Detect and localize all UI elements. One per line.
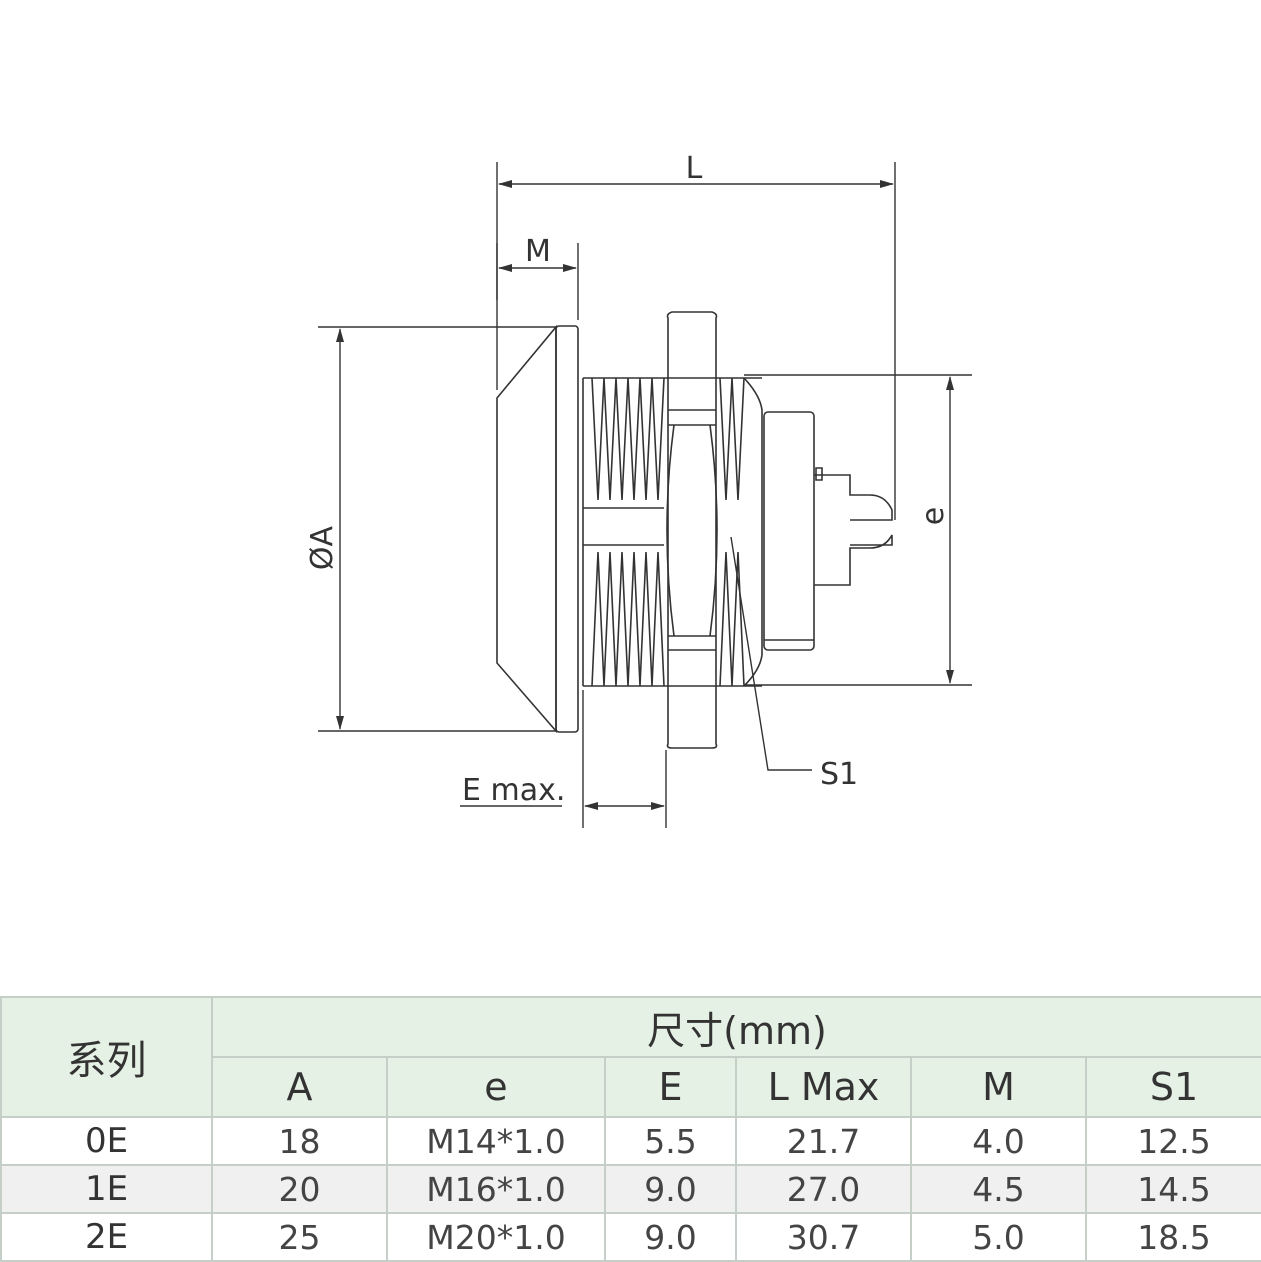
col-header-E: E <box>604 1056 737 1118</box>
cell-series: 0E <box>0 1116 213 1166</box>
dimension-lines <box>318 162 972 828</box>
connector-dimension-drawing: L M ØA e S1 E max. <box>305 151 972 828</box>
cell-M: 5.0 <box>910 1212 1087 1262</box>
cell-A: 25 <box>211 1212 388 1262</box>
col-header-e: e <box>386 1056 606 1118</box>
cell-series: 1E <box>0 1164 213 1214</box>
dimension-table: 系列 尺寸(mm) A e E L Max M S1 0E 18 M14*1.0… <box>0 996 1261 1262</box>
label-e: e <box>916 507 951 525</box>
dimension-group-header: 尺寸(mm) <box>211 996 1261 1058</box>
col-header-A: A <box>211 1056 388 1118</box>
cell-L: 30.7 <box>735 1212 912 1262</box>
cell-E: 9.0 <box>604 1164 737 1214</box>
table-row: 2E 25 M20*1.0 9.0 30.7 5.0 18.5 <box>0 1212 1261 1262</box>
table-row: 1E 20 M16*1.0 9.0 27.0 4.5 14.5 <box>0 1164 1261 1214</box>
label-L: L <box>686 151 703 186</box>
cell-L: 21.7 <box>735 1116 912 1166</box>
label-M: M <box>525 234 551 269</box>
cell-E: 9.0 <box>604 1212 737 1262</box>
cell-S1: 12.5 <box>1085 1116 1261 1166</box>
cell-series: 2E <box>0 1212 213 1262</box>
cell-A: 18 <box>211 1116 388 1166</box>
col-header-M: M <box>910 1056 1087 1118</box>
cell-e: M14*1.0 <box>386 1116 606 1166</box>
col-header-S1: S1 <box>1085 1056 1261 1118</box>
cell-A: 20 <box>211 1164 388 1214</box>
col-header-L-max: L Max <box>735 1056 912 1118</box>
cell-E: 5.5 <box>604 1116 737 1166</box>
cell-M: 4.0 <box>910 1116 1087 1166</box>
cell-L: 27.0 <box>735 1164 912 1214</box>
label-A: ØA <box>305 525 340 570</box>
cell-S1: 14.5 <box>1085 1164 1261 1214</box>
cell-S1: 18.5 <box>1085 1212 1261 1262</box>
connector-outline <box>496 311 893 749</box>
cell-M: 4.5 <box>910 1164 1087 1214</box>
series-header: 系列 <box>0 996 213 1118</box>
cell-e: M20*1.0 <box>386 1212 606 1262</box>
table-row: 0E 18 M14*1.0 5.5 21.7 4.0 12.5 <box>0 1116 1261 1166</box>
label-E-max: E max. <box>462 773 565 808</box>
label-S1: S1 <box>820 757 858 792</box>
cell-e: M16*1.0 <box>386 1164 606 1214</box>
